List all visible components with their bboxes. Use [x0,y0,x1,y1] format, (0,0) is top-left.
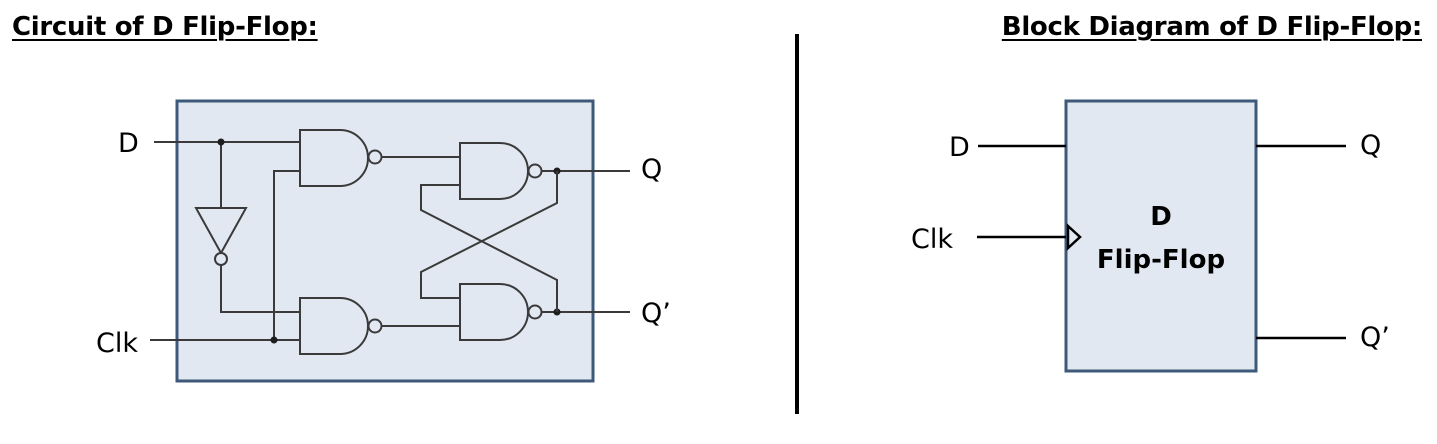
nand-gate-2-bubble [367,318,383,334]
circuit-panel [175,99,595,383]
circuit-heading: Circuit of D Flip-Flop: [12,12,318,42]
circuit-clk-label: Clk [96,328,138,359]
clk-junction-dot [270,336,278,344]
feedback-q-bar-to-nand3-wire [420,184,558,312]
block-d-label: D [949,132,970,163]
block-q-label: Q [1360,130,1381,161]
clk-to-top-gate-wire [273,170,300,340]
circuit-diagram: D Clk Q Q’ [96,99,671,383]
block-title-line1: D [1150,202,1172,232]
nand-gate-3-bubble [527,163,543,179]
block-diagram-heading: Block Diagram of D Flip-Flop: [1001,12,1423,42]
circuit-q-label: Q [641,154,662,185]
block-title-line2: Flip-Flop [1097,245,1225,275]
circuit-d-label: D [118,128,139,159]
d-junction-dot [217,138,225,146]
nand-gate-1-bubble [367,149,383,165]
feedback-q-to-nand4-wire [420,171,558,299]
flip-flop-block [1064,99,1258,373]
nand-gate-2 [299,297,369,355]
nand-gate-3 [459,142,529,200]
nand-gate-4 [459,283,529,341]
nand-gate-4-bubble [527,304,543,320]
block-q-bar-label: Q’ [1360,322,1390,353]
inverter-gate [194,207,248,256]
nand-gate-1 [299,129,369,187]
block-clk-label: Clk [911,224,953,255]
circuit-q-bar-label: Q’ [641,298,671,329]
block-diagram: D Clk Q Q’ D Flip-Flop [911,99,1390,373]
inverter-bubble [214,252,228,266]
clock-edge-triangle [1066,223,1082,251]
